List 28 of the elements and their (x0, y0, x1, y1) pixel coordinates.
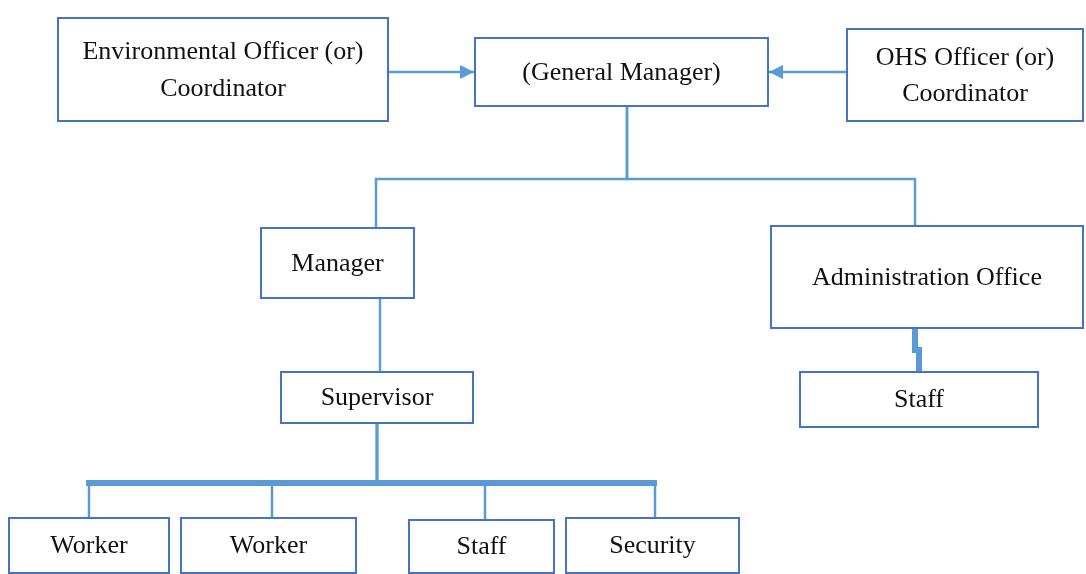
org-box (770, 225, 1084, 329)
org-box (408, 519, 555, 574)
role-label: Environmental Officer (or) Coordinator (81, 35, 365, 104)
arrow (769, 65, 846, 79)
org-box (474, 37, 769, 107)
role-label: (General Manager) (522, 55, 721, 88)
role-label: Administration Office (812, 260, 1042, 293)
role-label: Worker (229, 529, 308, 562)
role-label: Staff (893, 383, 945, 416)
role-label: OHS Officer (or) Coordinator (874, 40, 1056, 109)
org-box (280, 371, 474, 424)
org-box (565, 517, 740, 574)
org-box (799, 371, 1039, 428)
arrow (389, 65, 474, 79)
org-box (180, 517, 357, 574)
connector-line (912, 329, 922, 371)
connector-line (378, 299, 382, 371)
role-label: Security (609, 529, 696, 562)
connector-line (375, 424, 657, 517)
org-box (8, 517, 170, 574)
role-label: Supervisor (320, 381, 434, 414)
org-box (260, 227, 415, 299)
org-box (846, 28, 1084, 122)
connector-line (625, 107, 917, 225)
role-label: Manager (291, 246, 384, 279)
role-label: Worker (50, 529, 128, 562)
role-label: Staff (456, 530, 507, 563)
org-box (57, 17, 389, 122)
